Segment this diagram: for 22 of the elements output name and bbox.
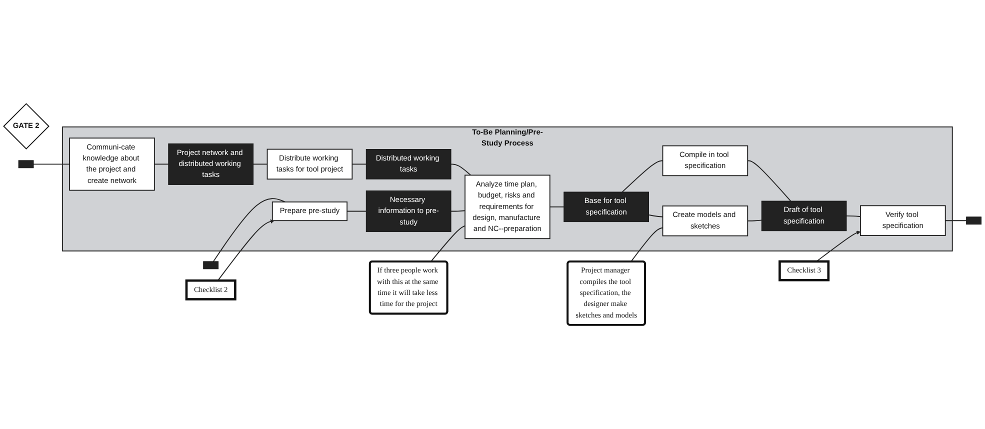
arrow — [816, 230, 861, 262]
connector — [648, 214, 664, 218]
connector — [346, 211, 367, 212]
connector — [747, 220, 762, 222]
connector — [450, 210, 466, 212]
node-box — [18, 160, 34, 168]
connector — [33, 164, 70, 165]
node-box — [203, 261, 219, 270]
connector — [549, 206, 564, 208]
connector — [252, 164, 268, 165]
connector — [630, 228, 664, 262]
connector — [212, 198, 286, 262]
connector — [846, 216, 861, 218]
connector — [154, 164, 169, 165]
connector — [352, 164, 367, 165]
connector — [430, 226, 466, 262]
node-box — [966, 216, 982, 225]
connector — [944, 220, 967, 222]
connector — [747, 160, 792, 202]
connector — [622, 160, 664, 193]
connector — [450, 164, 472, 176]
arrow — [217, 220, 274, 282]
